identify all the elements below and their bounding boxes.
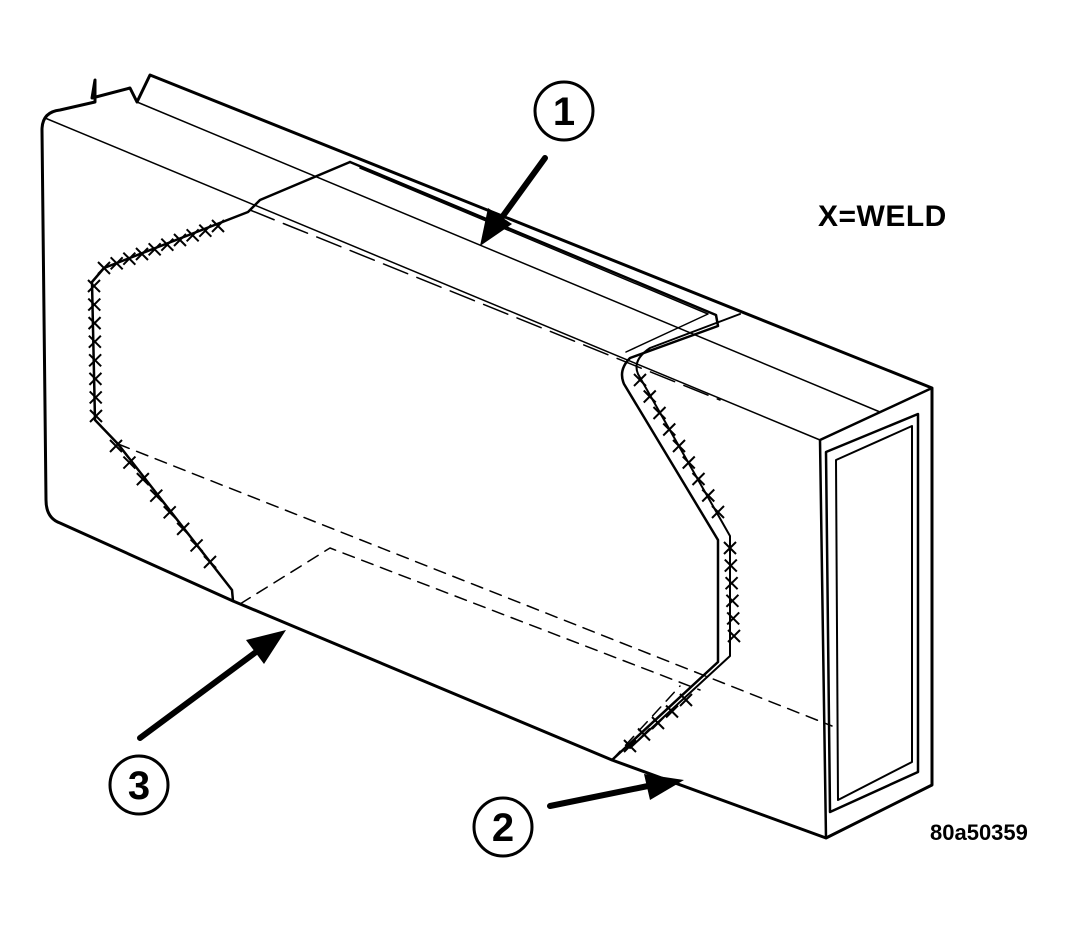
hidden-bottom-edge-2 (239, 547, 701, 691)
top-face-line (44, 117, 821, 441)
weld-x-mark (109, 439, 123, 453)
callout-3-arrow (137, 630, 286, 741)
weld-x-mark (189, 538, 204, 553)
weld-x-mark (185, 228, 200, 243)
callout-3-circle (108, 754, 170, 816)
weld-marks (87, 219, 741, 753)
weld-x-mark (726, 611, 740, 626)
weld-x-mark (652, 406, 667, 420)
weld-x-mark (711, 505, 725, 519)
hidden-top-edge (249, 209, 721, 401)
sleeve-top-flange-inner (359, 167, 709, 353)
weld-x-mark (682, 455, 696, 470)
rail-opening-outer (824, 412, 920, 814)
weld-x-mark (89, 409, 103, 423)
weld-x-mark (623, 739, 637, 753)
weld-x-mark (723, 541, 737, 555)
weld-x-mark (88, 335, 102, 349)
rail-opening-inner (835, 425, 913, 801)
weld-x-mark (147, 242, 162, 257)
callout-1-arrow (480, 155, 548, 246)
weld-x-mark (679, 693, 693, 707)
weld-x-mark (87, 297, 101, 312)
weld-x-mark (701, 488, 715, 503)
callout-2-label: 2 (492, 806, 514, 850)
hidden-bottom-edge-1 (117, 443, 833, 727)
frame-rail-outline (40, 73, 934, 840)
weld-x-mark (643, 389, 657, 404)
callout-1-label: 1 (553, 90, 575, 134)
weld-x-mark (160, 237, 175, 252)
weld-x-mark (651, 716, 665, 730)
weld-x-mark (637, 727, 651, 742)
callout-3-label: 3 (128, 764, 150, 808)
weld-x-mark (122, 251, 137, 266)
repair-section-outline (90, 160, 352, 603)
weld-x-mark (89, 390, 103, 405)
weld-x-mark (727, 629, 741, 643)
weld-x-mark (724, 576, 739, 590)
weld-x-mark (173, 233, 187, 247)
weld-x-mark (665, 704, 679, 719)
weld-x-mark (88, 353, 102, 367)
weld-x-mark (97, 261, 111, 275)
hidden-bottom-edge-3 (611, 685, 681, 761)
weld-x-mark (176, 522, 190, 536)
weld-legend: X=WELD (818, 200, 947, 233)
weld-x-mark (203, 555, 217, 569)
weld-x-mark (87, 279, 101, 293)
weld-x-mark (87, 316, 102, 330)
weld-x-mark (725, 594, 740, 608)
top-face-back-line (136, 101, 881, 413)
weld-x-mark (163, 505, 177, 519)
sleeve-right-flange (629, 313, 741, 749)
weld-x-mark (88, 372, 103, 386)
weld-x-mark (122, 455, 137, 470)
weld-x-mark (149, 489, 163, 503)
figure-id: 80a50359 (930, 820, 1028, 845)
weld-x-mark (633, 373, 647, 387)
weld-x-mark (198, 223, 213, 238)
weld-x-mark (109, 256, 124, 271)
weld-x-mark (691, 472, 706, 486)
weld-x-mark (662, 422, 676, 437)
weld-x-mark (135, 247, 149, 261)
weld-x-mark (672, 439, 686, 453)
weld-x-mark (211, 219, 225, 233)
callout-1-circle (533, 80, 595, 142)
sleeve-top-flange (348, 160, 720, 762)
weld-x-mark (724, 558, 738, 573)
weld-x-mark (136, 472, 150, 486)
callout-2-arrow (547, 774, 684, 809)
callout-2-circle (472, 796, 534, 858)
